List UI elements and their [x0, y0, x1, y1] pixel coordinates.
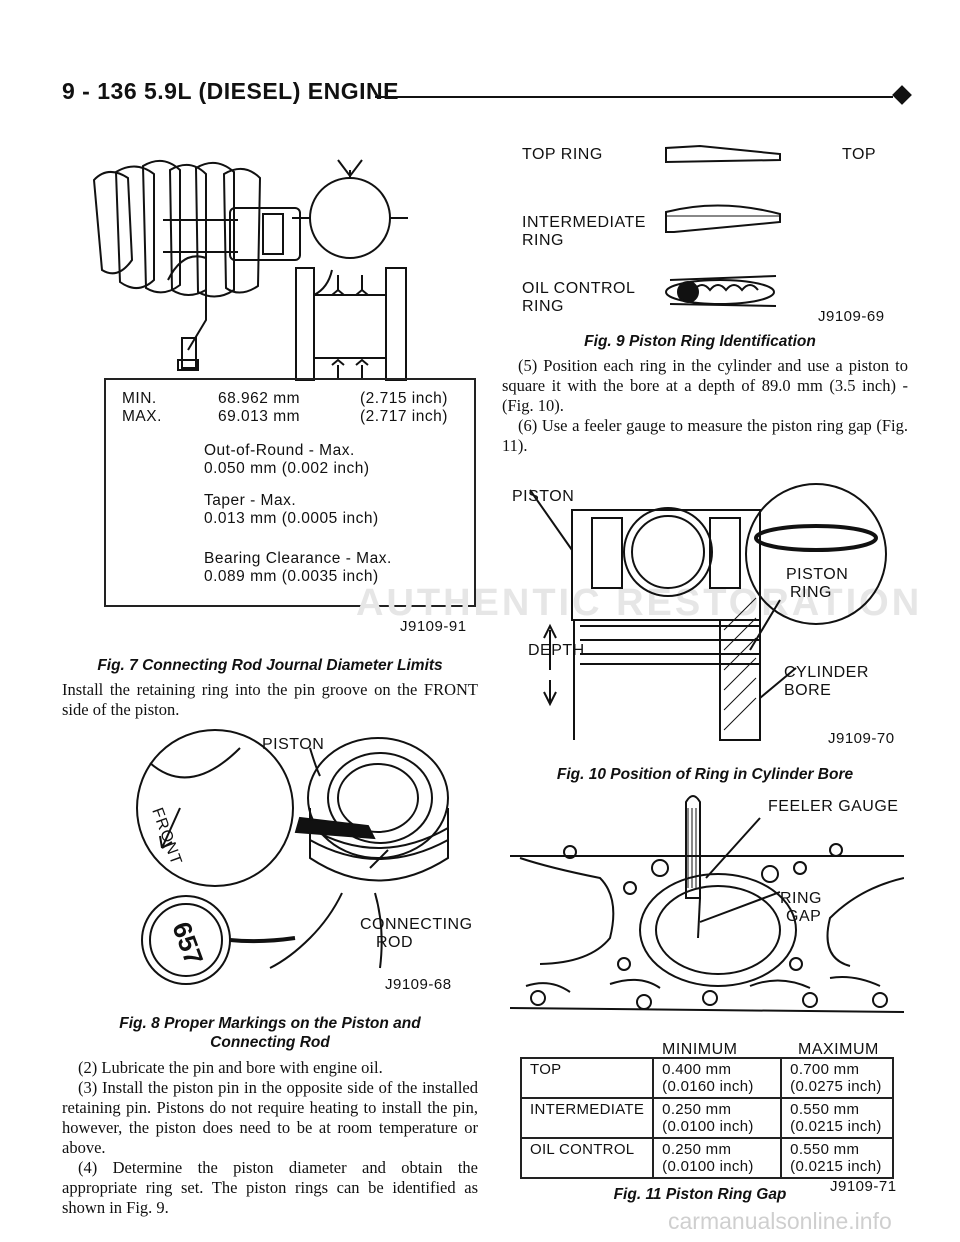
- ring-label: RING: [780, 890, 822, 907]
- max-cell: 0.700 mm(0.0275 inch): [780, 1057, 894, 1099]
- top-label: TOP: [842, 146, 877, 163]
- min-mm: 0.400 mm: [662, 1061, 732, 1078]
- min-in: (0.0100 inch): [662, 1118, 754, 1135]
- page-header: 9 - 136 5.9L (DIESEL) ENGINE: [62, 78, 399, 104]
- ring-profiles-illustration: [665, 144, 781, 307]
- out-of-round-value: 0.050 mm (0.002 inch): [204, 460, 370, 477]
- max-in: (0.0215 inch): [790, 1158, 882, 1175]
- feeler-gauge-label: FEELER GAUGE: [768, 798, 899, 815]
- col-maximum: MAXIMUM: [798, 1041, 879, 1058]
- max-cell: 0.550 mm(0.0215 inch): [780, 1137, 894, 1179]
- fig10-code: J9109-70: [828, 730, 895, 747]
- fig10-depth-label: DEPTH: [528, 642, 585, 659]
- intermediate-ring-label-1: INTERMEDIATE: [522, 214, 646, 231]
- fig8-caption-line1: Fig. 8 Proper Markings on the Piston and: [119, 1015, 421, 1032]
- fig8-connecting-label: CONNECTING: [360, 916, 473, 933]
- oil-ring-label-2: RING: [522, 298, 564, 315]
- taper-value: 0.013 mm (0.0005 inch): [204, 510, 379, 527]
- spec-min-mm: 68.962 mm: [218, 390, 301, 407]
- top-ring-label: TOP RING: [522, 146, 603, 163]
- fig9-code: J9109-69: [818, 308, 885, 325]
- fig9-caption: Fig. 9 Piston Ring Identification: [584, 333, 816, 350]
- step-5: (5) Position each ring in the cylinder a…: [502, 356, 908, 415]
- max-mm: 0.700 mm: [790, 1061, 860, 1078]
- min-cell: 0.250 mm(0.0100 inch): [652, 1097, 783, 1139]
- front-mark: FRONT: [148, 806, 185, 868]
- table-row: INTERMEDIATE 0.250 mm(0.0100 inch) 0.550…: [519, 1097, 894, 1139]
- step-6: (6) Use a feeler gauge to measure the pi…: [502, 416, 908, 455]
- fig7-code: J9109-91: [400, 618, 467, 635]
- ring-cell: INTERMEDIATE: [519, 1097, 655, 1139]
- min-in: (0.0160 inch): [662, 1078, 754, 1095]
- crankshaft-illustration: [92, 159, 408, 381]
- fig8-caption-line2: Connecting Rod: [210, 1034, 330, 1051]
- install-paragraph: Install the retaining ring into the pin …: [62, 680, 478, 719]
- min-cell: 0.400 mm(0.0160 inch): [652, 1057, 783, 1099]
- min-mm: 0.250 mm: [662, 1141, 732, 1158]
- step-4: (4) Determine the piston diameter and ob…: [62, 1158, 478, 1217]
- bearing-value: 0.089 mm (0.0035 inch): [204, 568, 379, 585]
- feeler-gauge-illustration: [510, 795, 904, 1013]
- fig10-caption: Fig. 10 Position of Ring in Cylinder Bor…: [556, 766, 854, 783]
- ring-gap-table: TOP 0.400 mm(0.0160 inch) 0.700 mm(0.027…: [519, 1057, 894, 1179]
- spec-max-inch: (2.717 inch): [360, 408, 448, 425]
- fig10-piston-ring-label-2: RING: [790, 584, 832, 601]
- out-of-round-title: Out-of-Round - Max.: [204, 442, 355, 459]
- max-in: (0.0215 inch): [790, 1118, 882, 1135]
- min-mm: 0.250 mm: [662, 1101, 732, 1118]
- max-mm: 0.550 mm: [790, 1101, 860, 1118]
- max-in: (0.0275 inch): [790, 1078, 882, 1095]
- fig7-caption: Fig. 7 Connecting Rod Journal Diameter L…: [97, 657, 443, 674]
- min-cell: 0.250 mm(0.0100 inch): [652, 1137, 783, 1179]
- marking-657: 657: [166, 918, 209, 969]
- fig8-code: J9109-68: [385, 976, 452, 993]
- fig11-code: J9109-71: [830, 1178, 897, 1195]
- oil-ring-label-1: OIL CONTROL: [522, 280, 636, 297]
- ring-cell: OIL CONTROL: [519, 1137, 655, 1179]
- fig10-cylinder-label-2: BORE: [784, 682, 832, 699]
- spec-max-label: MAX.: [122, 408, 162, 425]
- journal-spec-box: MIN. 68.962 mm (2.715 inch) MAX. 69.013 …: [104, 378, 476, 607]
- spec-max-mm: 69.013 mm: [218, 408, 301, 425]
- gap-label: GAP: [786, 908, 822, 925]
- ring-in-bore-illustration: [529, 483, 887, 741]
- table-row: TOP 0.400 mm(0.0160 inch) 0.700 mm(0.027…: [519, 1057, 894, 1099]
- step-3: (3) Install the piston pin in the opposi…: [62, 1078, 478, 1157]
- spec-min-label: MIN.: [122, 390, 157, 407]
- spec-min-inch: (2.715 inch): [360, 390, 448, 407]
- piston-markings-illustration: FRONT 657: [136, 729, 449, 985]
- header-rule: [375, 96, 893, 98]
- diamond-icon: [892, 85, 912, 105]
- step-2: (2) Lubricate the pin and bore with engi…: [78, 1058, 383, 1077]
- fig10-piston-label: PISTON: [512, 488, 575, 505]
- fig10-piston-ring-label-1: PISTON: [786, 566, 849, 583]
- fig11-caption: Fig. 11 Piston Ring Gap: [613, 1186, 787, 1203]
- fig8-piston-label: PISTON: [262, 736, 325, 753]
- min-in: (0.0100 inch): [662, 1158, 754, 1175]
- max-mm: 0.550 mm: [790, 1141, 860, 1158]
- max-cell: 0.550 mm(0.0215 inch): [780, 1097, 894, 1139]
- intermediate-ring-label-2: RING: [522, 232, 564, 249]
- col-minimum: MINIMUM: [662, 1041, 738, 1058]
- table-row: OIL CONTROL 0.250 mm(0.0100 inch) 0.550 …: [519, 1137, 894, 1179]
- bearing-title: Bearing Clearance - Max.: [204, 550, 392, 567]
- fig8-rod-label: ROD: [376, 934, 414, 951]
- footer-watermark: carmanualsonline.info: [668, 1208, 892, 1234]
- ring-cell: TOP: [519, 1057, 655, 1099]
- watermark: AUTHENTIC RESTORATION: [356, 582, 923, 624]
- fig10-cylinder-label-1: CYLINDER: [784, 664, 869, 681]
- taper-title: Taper - Max.: [204, 492, 297, 509]
